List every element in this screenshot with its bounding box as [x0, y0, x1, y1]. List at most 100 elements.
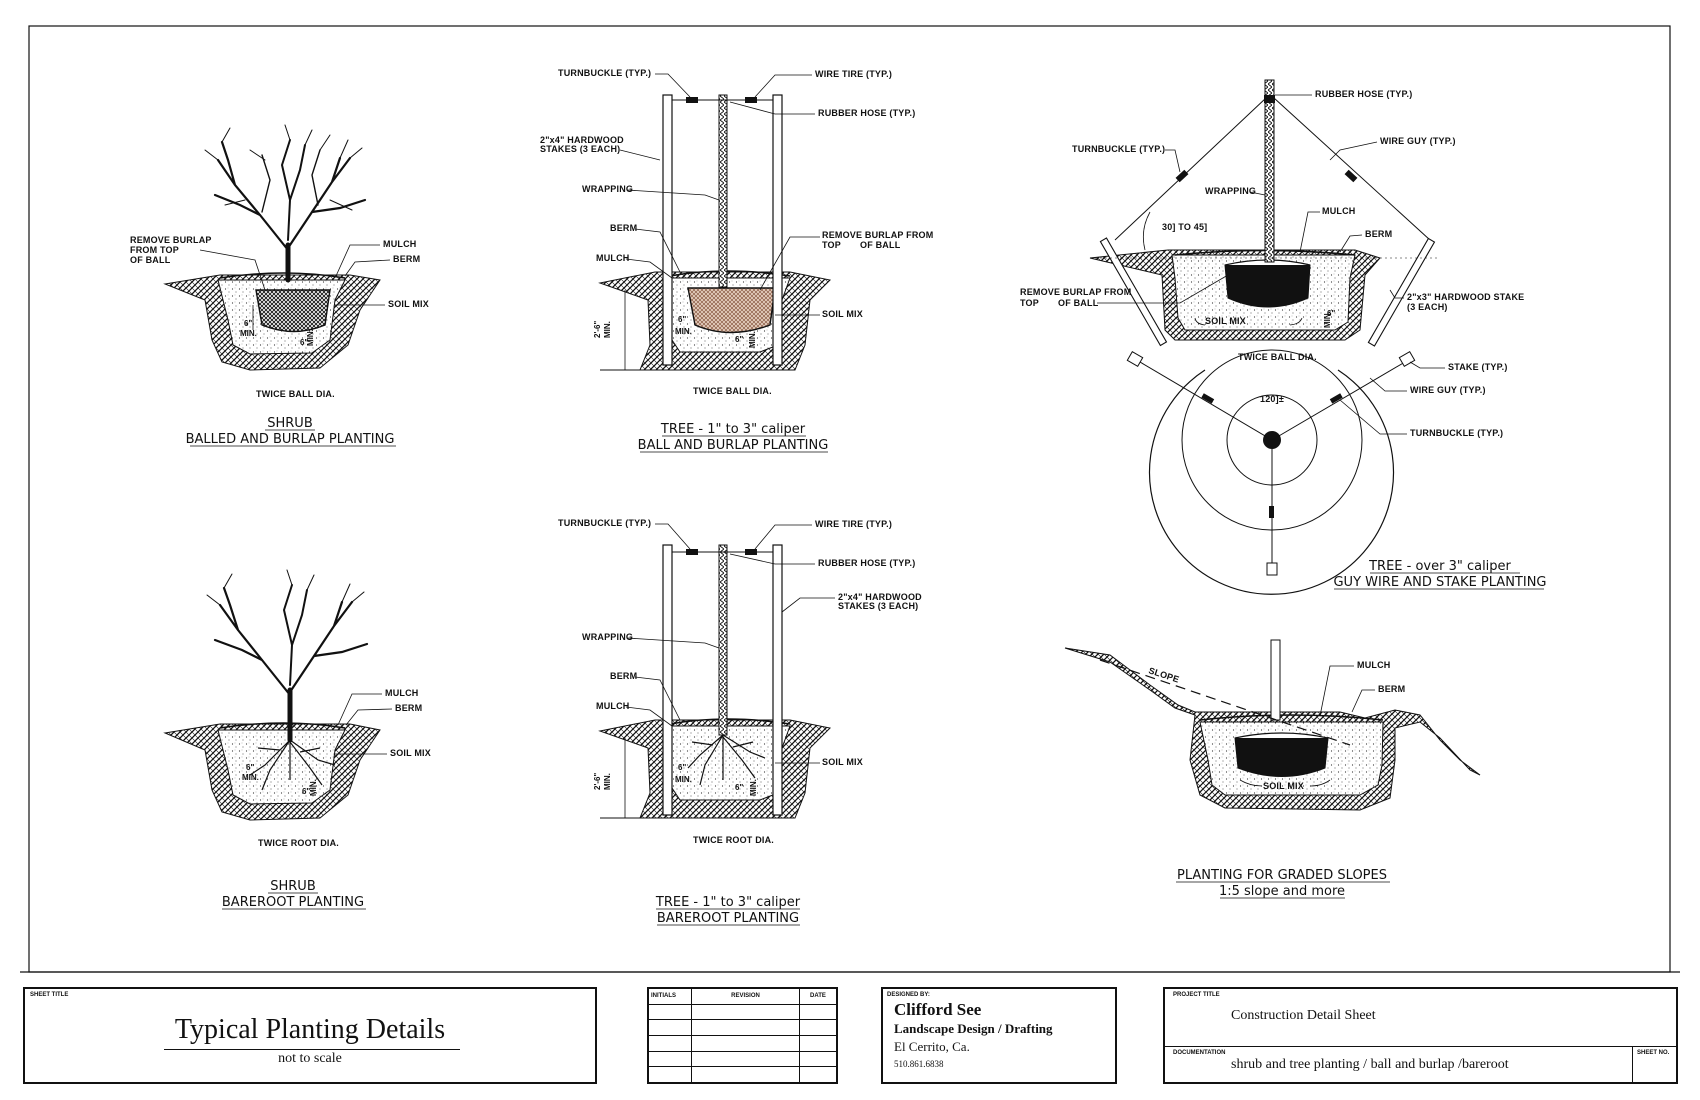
- label-berm: BERM: [610, 223, 637, 233]
- documentation-label: DOCUMENTATION: [1173, 1050, 1226, 1056]
- label-soil-mix: SOIL MIX: [388, 299, 429, 309]
- designer-name: Clifford See: [894, 1000, 982, 1019]
- dim-side-min-value: 6": [246, 763, 254, 772]
- label-hardwood-stakes: 2"x4" HARDWOOD: [540, 135, 624, 145]
- root-ball[interactable]: [1234, 737, 1329, 777]
- label-mulch: MULCH: [1357, 660, 1391, 670]
- caption-subtitle: BALL AND BURLAP PLANTING: [638, 438, 829, 453]
- root-ball[interactable]: [687, 287, 776, 334]
- label-mulch: MULCH: [596, 253, 630, 263]
- turnbuckle-icon: [745, 97, 757, 103]
- label-wrapping: WRAPPING: [1205, 186, 1256, 196]
- soil-mix-area: [217, 729, 346, 805]
- turnbuckle-icon: [1269, 506, 1274, 518]
- stake-plan-icon: [1126, 350, 1144, 368]
- caption-subtitle: 1:5 slope and more: [1219, 884, 1345, 899]
- root-ball[interactable]: [1224, 264, 1311, 308]
- detail-shrub-bareroot: 6" MIN. 6" MIN. MULCH BERM SOIL MIX TWIC…: [163, 569, 431, 910]
- label-rubber-hose: RUBBER HOSE (TYP.): [818, 108, 915, 118]
- revision-date-header: DATE: [799, 988, 837, 1005]
- label-turnbuckle: TURNBUCKLE (TYP.): [558, 518, 651, 528]
- label-turnbuckle: TURNBUCKLE (TYP.): [1072, 144, 1165, 154]
- dim-side-min-value: 6": [678, 763, 686, 772]
- designer-box: DESIGNED BY: Clifford See Landscape Desi…: [881, 987, 1117, 1084]
- detail-tree-small-ball-burlap: 2'-6" MIN. 6" MIN. 6" MIN. TURNBUCKLE (T…: [540, 68, 933, 453]
- hardwood-stake-left[interactable]: [1099, 237, 1168, 347]
- revision-row[interactable]: [648, 1066, 837, 1083]
- turnbuckle-icon: [1344, 169, 1358, 183]
- turnbuckle-icon: [745, 549, 757, 555]
- label-soil-mix: SOIL MIX: [822, 309, 863, 319]
- label-berm: BERM: [1365, 229, 1392, 239]
- label-mulch: MULCH: [383, 239, 417, 249]
- root-ball[interactable]: [255, 289, 331, 333]
- hardwood-stake-left[interactable]: [662, 94, 673, 366]
- caption-title: TREE - 1" to 3" caliper: [660, 422, 806, 437]
- dim-bottom-min-value: 6": [302, 787, 310, 796]
- dim-bottom-min-label: MIN.: [309, 779, 318, 796]
- slope-line: [1099, 659, 1351, 746]
- label-soil-mix: SOIL MIX: [822, 757, 863, 767]
- shrub-branches: [206, 569, 369, 743]
- label-hardwood-stakes-count: STAKES (3 EACH): [838, 601, 918, 611]
- designer-business: Landscape Design / Drafting: [894, 1021, 1053, 1036]
- detail-shrub-balled-burlap: 6" MIN. 6" MIN. REMOVE BURLAP FROM TOP O…: [130, 124, 429, 447]
- label-berm: BERM: [393, 254, 420, 264]
- dim-bottom-min-label: MIN.: [306, 329, 315, 346]
- project-title-label: PROJECT TITLE: [1173, 992, 1220, 998]
- dim-stake-depth: 2'-6": [593, 321, 602, 338]
- mulch-layer: [1199, 714, 1384, 721]
- turnbuckle-icon: [1201, 393, 1215, 404]
- dim-stake-depth: 2'-6": [593, 773, 602, 790]
- hardwood-stake-right[interactable]: [1367, 237, 1436, 347]
- sheet-no-label: SHEET NO.: [1637, 1050, 1670, 1056]
- detail-tree-small-bareroot: 2'-6" MIN. 6" MIN. 6" MIN. TURNBUCKLE (T…: [558, 518, 922, 926]
- label-angle-plan: 120]±: [1260, 394, 1284, 404]
- label-hardwood-stake: 2"x3" HARDWOOD STAKE: [1407, 292, 1524, 302]
- dim-bottom-min-value: 6": [735, 783, 743, 792]
- designer-label: DESIGNED BY:: [887, 992, 930, 998]
- label-wire-tie: WIRE TIRE (TYP.): [815, 69, 892, 79]
- label-mulch: MULCH: [385, 688, 419, 698]
- sheet-subtitle: not to scale: [278, 1051, 342, 1066]
- dim-side-min-label: MIN.: [1323, 311, 1332, 328]
- label-top: TOP: [1020, 298, 1039, 308]
- caption-subtitle: BAREROOT PLANTING: [222, 895, 364, 910]
- label-wire-guy: WIRE GUY (TYP.): [1380, 136, 1456, 146]
- wire-guy-right: [1273, 97, 1431, 241]
- label-berm: BERM: [395, 703, 422, 713]
- label-berm: BERM: [610, 671, 637, 681]
- label-twice-ball-dia: TWICE BALL DIA.: [256, 389, 335, 399]
- revision-initials-header: INITIALS: [648, 988, 692, 1005]
- label-twice-root-dia: TWICE ROOT DIA.: [258, 838, 339, 848]
- revision-table: INITIALS REVISION DATE: [648, 988, 837, 1083]
- revision-row[interactable]: [648, 1050, 837, 1068]
- project-title: Construction Detail Sheet: [1231, 1008, 1376, 1023]
- rubber-hose-icon: [1264, 95, 1275, 103]
- dim-bottom-min-value: 6": [300, 338, 308, 347]
- label-stake-plan: STAKE (TYP.): [1448, 362, 1508, 372]
- hardwood-stake-right[interactable]: [772, 544, 783, 816]
- revision-row[interactable]: [648, 1003, 837, 1021]
- caption-subtitle: GUY WIRE AND STAKE PLANTING: [1333, 575, 1546, 590]
- label-wrapping: WRAPPING: [582, 184, 633, 194]
- designer-city: El Cerrito, Ca.: [894, 1039, 970, 1054]
- label-remove-burlap: REMOVE BURLAP: [130, 235, 212, 245]
- label-berm: BERM: [1378, 684, 1405, 694]
- label-rubber-hose: RUBBER HOSE (TYP.): [818, 558, 915, 568]
- label-mulch: MULCH: [1322, 206, 1356, 216]
- revision-row[interactable]: [648, 1034, 837, 1052]
- label-turnbuckle-plan: TURNBUCKLE (TYP.): [1410, 428, 1503, 438]
- dim-bottom-min-label: MIN.: [749, 779, 758, 796]
- hardwood-stake-right[interactable]: [772, 94, 783, 366]
- dim-side-min-value: 6": [678, 315, 686, 324]
- label-of-ball: OF BALL: [860, 240, 901, 250]
- revision-row[interactable]: [648, 1019, 837, 1036]
- stake-plan-icon: [1266, 562, 1278, 576]
- label-soil-mix: SOIL MIX: [1263, 781, 1304, 791]
- caption-title: TREE - over 3" caliper: [1368, 559, 1511, 574]
- turnbuckle-icon: [686, 549, 698, 555]
- label-turnbuckle: TURNBUCKLE (TYP.): [558, 68, 651, 78]
- dim-side-min-label: MIN.: [675, 775, 692, 784]
- hardwood-stake-left[interactable]: [662, 544, 673, 816]
